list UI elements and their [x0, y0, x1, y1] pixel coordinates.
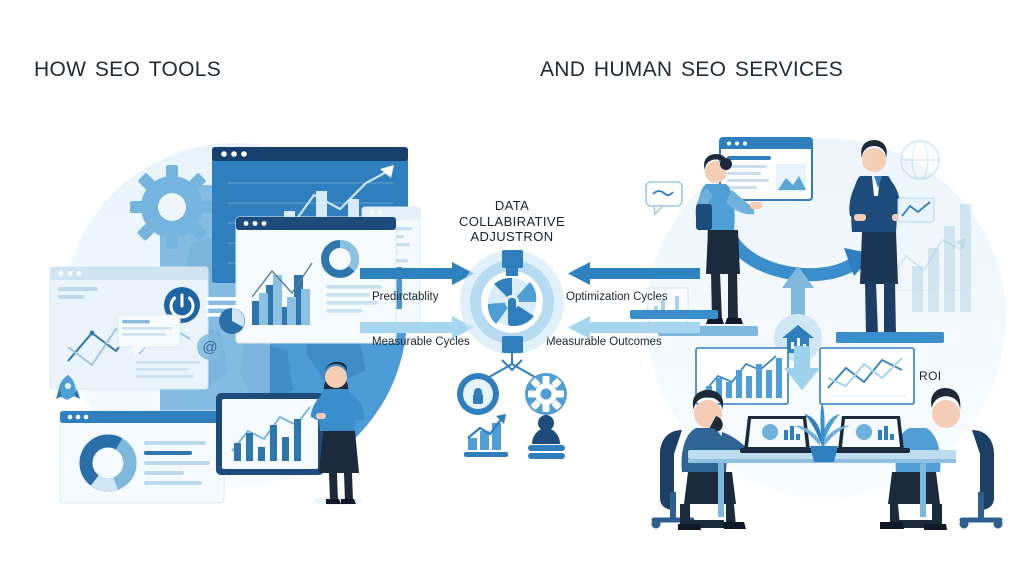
laptop-left [740, 416, 816, 453]
tablet-bar-chart [216, 393, 324, 475]
chat-bubble-icon [645, 181, 683, 216]
human-seo-services-illustration [630, 137, 1006, 530]
arrow-left-bottom [360, 316, 474, 339]
flow-label-optimization-cycles: Optimization Cycles [566, 291, 668, 303]
platform-left-2 [630, 310, 718, 319]
flow-arrows-left [360, 262, 474, 339]
chat-bubble-list [117, 314, 200, 378]
flow-label-measurable-cycles: Measurable Cycles [372, 336, 470, 348]
line-chart-background [887, 238, 966, 291]
page-title-right: and Human SEO Services [540, 50, 844, 83]
at-symbol-icon: @ [197, 334, 223, 360]
hub-title-line-2: COLLABIRATIVE [458, 213, 566, 229]
woman-standing-with-tablet [695, 154, 762, 324]
seo-tools-illustration: @ [49, 143, 421, 505]
donut-chart-small [321, 240, 359, 278]
gear-icon [130, 165, 214, 249]
potted-plant [794, 402, 850, 462]
globe-network-icon [900, 140, 940, 180]
rocket-icon [56, 375, 80, 400]
donut-chart-large [79, 434, 137, 492]
browser-window-analytics [235, 216, 397, 344]
chart-panel-bars [695, 347, 789, 405]
down-arrow-big [784, 346, 820, 390]
flow-label-measurable-outcomes: Measurable Outcomes [546, 336, 662, 348]
arrow-left-top [360, 262, 474, 285]
arrow-right-bottom [568, 316, 700, 339]
woman-with-tablet [310, 361, 365, 505]
page-title-left: How SEO Tools [34, 50, 222, 83]
donut-chart-window [59, 410, 225, 504]
hub-connectors [483, 353, 541, 381]
chart-panel-lines [819, 347, 915, 405]
flow-label-predictability: Predirctablity [372, 291, 439, 303]
roi-label: ROI [919, 369, 942, 383]
hub-top-block [502, 250, 523, 268]
hub-bottom-block [502, 336, 523, 353]
desk-scene [651, 388, 1003, 530]
backdrop-circle-right [646, 138, 1006, 498]
audience-data-icon [528, 415, 565, 459]
growth-bar-chart-icon [464, 414, 508, 457]
svg-text:@: @ [202, 339, 217, 356]
lock-badge-icon [457, 373, 499, 415]
central-hub [457, 250, 567, 459]
gear-icon-hub [525, 373, 567, 415]
bar-chart-background [912, 204, 971, 312]
power-button-icon [164, 287, 252, 323]
hub-title: DATA COLLABIRATIVE ADJUSTRON [382, 198, 642, 245]
flow-arrows-right [568, 262, 700, 339]
hub-rotor [487, 277, 537, 326]
platform-right [836, 332, 944, 343]
browser-window-article [719, 137, 813, 201]
pie-chart-icon [219, 308, 245, 334]
hub-title-line-1: DATA [494, 198, 530, 213]
hub-title-line-3: ADJUSTRON [470, 229, 554, 244]
up-arrow [782, 266, 814, 316]
arrow-right-top [568, 262, 700, 285]
laptop-right [834, 416, 910, 453]
